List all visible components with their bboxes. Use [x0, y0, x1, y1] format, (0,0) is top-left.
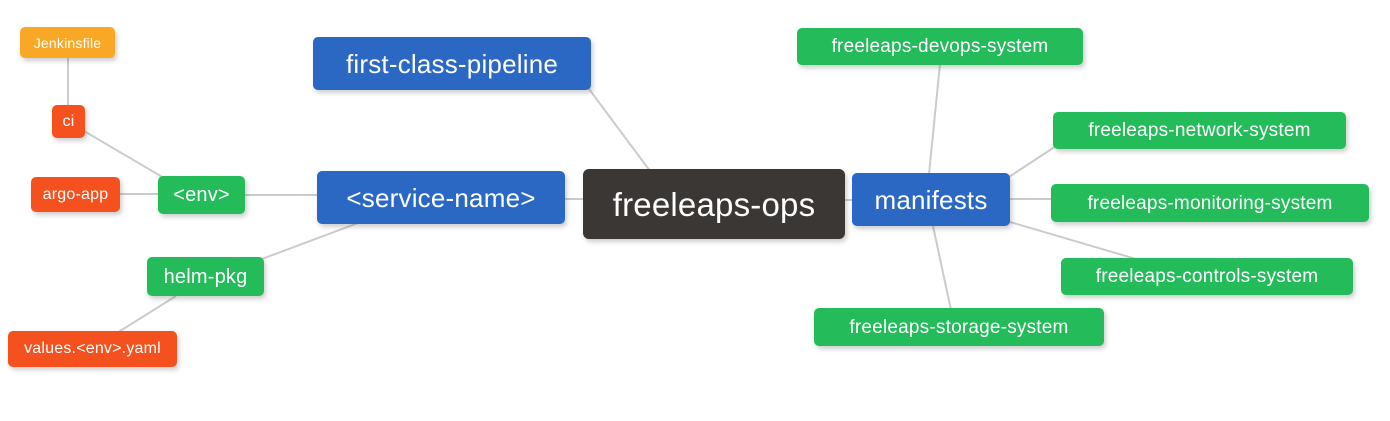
edge-values-helm-pkg [116, 295, 177, 334]
node-env[interactable]: <env> [158, 176, 245, 214]
node-ci[interactable]: ci [52, 105, 85, 138]
node-freeleaps-ops-root[interactable]: freeleaps-ops [583, 169, 845, 239]
edge-manifests-storage [932, 225, 952, 311]
edge-ci-env [83, 130, 165, 179]
node-devops-system[interactable]: freeleaps-devops-system [797, 28, 1083, 65]
edge-manifests-devops [928, 63, 941, 175]
edge-manifests-network [1008, 145, 1057, 178]
node-jenkinsfile[interactable]: Jenkinsfile [20, 27, 115, 58]
edge-manifests-controls [1009, 221, 1137, 260]
node-argo-app[interactable]: argo-app [31, 177, 120, 212]
node-service-name[interactable]: <service-name> [317, 171, 565, 224]
node-helm-pkg[interactable]: helm-pkg [147, 257, 264, 296]
node-network-system[interactable]: freeleaps-network-system [1053, 112, 1346, 149]
node-controls-system[interactable]: freeleaps-controls-system [1061, 258, 1353, 295]
node-manifests[interactable]: manifests [852, 173, 1010, 226]
node-storage-system[interactable]: freeleaps-storage-system [814, 308, 1104, 346]
node-first-class-pipeline[interactable]: first-class-pipeline [313, 37, 591, 90]
edge-helm-pkg-service-name [261, 222, 359, 260]
node-monitoring-system[interactable]: freeleaps-monitoring-system [1051, 184, 1369, 222]
edge-pipeline-ops [588, 88, 651, 172]
node-values-env-yaml[interactable]: values.<env>.yaml [8, 331, 177, 367]
